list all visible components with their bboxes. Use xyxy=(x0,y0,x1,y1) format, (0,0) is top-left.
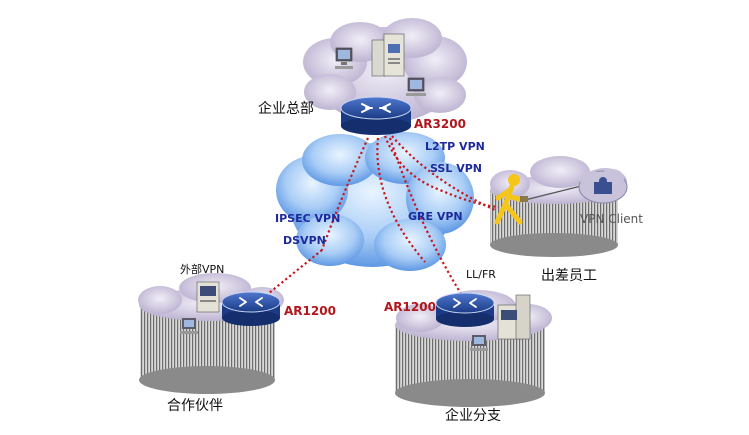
partner-server-icon xyxy=(196,281,220,313)
ar3200-label: AR3200 xyxy=(414,117,466,131)
hq-server-icon xyxy=(371,33,405,77)
branch-server-icon xyxy=(497,294,531,340)
l2tp-vpn-label: L2TP VPN xyxy=(425,140,485,153)
link-dsvpn-partner xyxy=(257,249,323,303)
vpn-links xyxy=(257,135,499,306)
partner-label: 合作伙伴 xyxy=(167,398,223,414)
ar3200-router-icon xyxy=(340,96,412,135)
internet-cloud xyxy=(276,132,474,271)
link-ssl xyxy=(391,135,496,211)
vpn-client-icon xyxy=(578,169,628,204)
hq-pc-left-icon xyxy=(335,47,353,69)
ar1200-right-label: AR1200 xyxy=(384,300,436,314)
traveler-icon xyxy=(494,174,528,225)
ll-fr-label: LL/FR xyxy=(466,268,496,281)
branch-label: 企业分支 xyxy=(445,408,501,424)
vpn-client-label: VPN Client xyxy=(580,212,643,226)
gre-vpn-label: GRE VPN xyxy=(408,210,463,223)
ar1200-right-router-icon xyxy=(435,292,495,327)
branch-pc-icon xyxy=(470,335,488,351)
ipsec-vpn-label: IPSEC VPN xyxy=(275,212,341,225)
travel-staff-label: 出差员工 xyxy=(541,268,597,284)
hq-pc-right-icon xyxy=(406,77,426,96)
ar1200-left-router-icon xyxy=(221,291,281,326)
external-vpn-label: 外部VPN xyxy=(180,263,225,276)
hq-label: 企业总部 xyxy=(258,101,314,117)
client-link xyxy=(524,184,586,201)
link-l2tp xyxy=(383,135,499,209)
dsvpn-label: DSVPN xyxy=(283,234,326,247)
partner-pc-icon xyxy=(180,318,198,334)
ar1200-left-label: AR1200 xyxy=(284,304,336,318)
ssl-vpn-label: SSL VPN xyxy=(430,162,482,175)
